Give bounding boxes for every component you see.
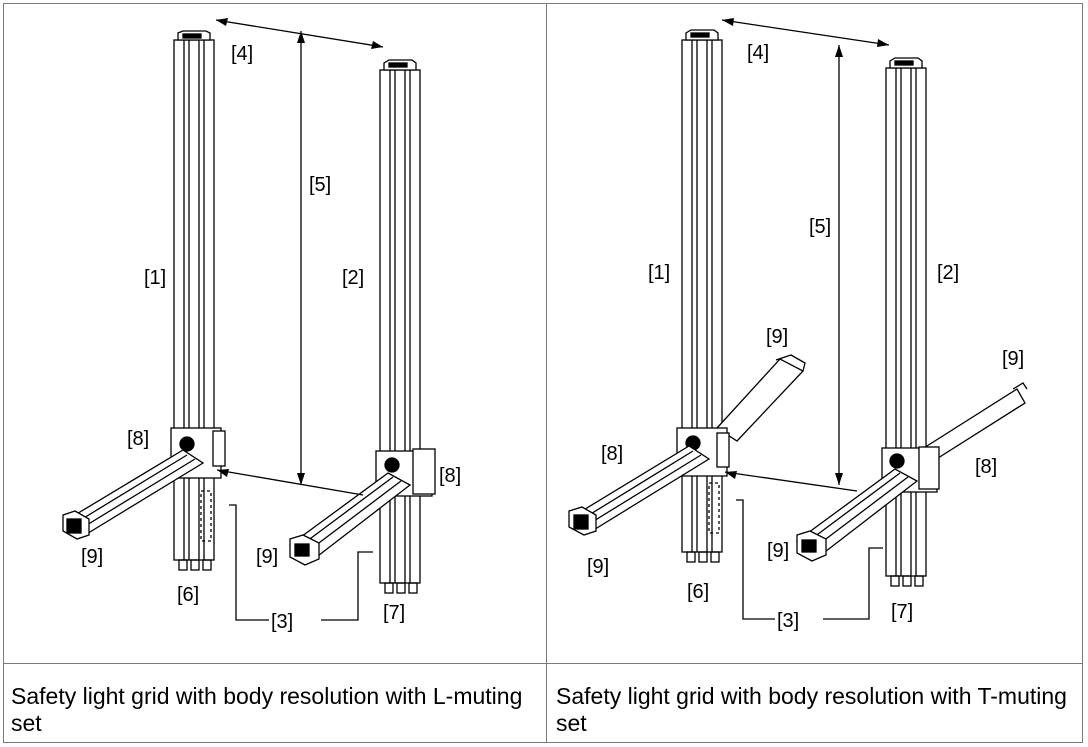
light-grid-column-2	[885, 57, 927, 587]
label-8b: [8]	[975, 456, 997, 478]
label-8a: [8]	[601, 443, 623, 465]
muting-arm-right	[288, 472, 412, 566]
label-1: [1]	[648, 262, 670, 284]
label-1: [1]	[144, 267, 166, 289]
label-5: [5]	[809, 216, 831, 238]
label-9b: [9]	[256, 546, 278, 568]
label-8b: [8]	[439, 465, 461, 487]
t-muting-diagram: [1] [2] [3] [4] [5] [6] [7] [8] [8] [9] …	[568, 18, 1028, 632]
label-9b: [9]	[1002, 348, 1024, 370]
label-7: [7]	[891, 601, 913, 623]
light-grid-column-1	[681, 29, 723, 563]
label-3: [3]	[777, 610, 799, 632]
label-4: [4]	[747, 42, 769, 64]
label-2: [2]	[937, 262, 959, 284]
caption-l-muting: Safety light grid with body resolution w…	[11, 683, 523, 736]
label-9a: [9]	[766, 326, 788, 348]
label-7: [7]	[383, 602, 405, 624]
l-muting-diagram: [1] [2] [3] [4] [5] [6] [7] [8] [8] [9] …	[62, 18, 461, 633]
light-grid-column-2	[379, 59, 421, 594]
label-8a: [8]	[127, 428, 149, 450]
label-9a: [9]	[81, 546, 103, 568]
label-6: [6]	[177, 584, 199, 606]
label-9d: [9]	[767, 540, 789, 562]
figure-table: [1] [2] [3] [4] [5] [6] [7] [8] [8] [9] …	[3, 3, 1083, 743]
muting-arm-left	[62, 449, 205, 540]
label-5: [5]	[309, 174, 331, 196]
muting-bracket-right	[375, 448, 436, 497]
muting-arm-back-left	[716, 354, 806, 442]
muting-arm-left	[568, 445, 711, 536]
table-grid	[3, 3, 1083, 743]
label-6: [6]	[687, 581, 709, 603]
light-grid-column-1	[173, 30, 215, 571]
label-2: [2]	[342, 267, 364, 289]
caption-t-muting: Safety light grid with body resolution w…	[556, 683, 1067, 736]
label-3: [3]	[271, 611, 293, 633]
label-4: [4]	[231, 43, 253, 65]
muting-arm-right	[795, 468, 919, 562]
label-9c: [9]	[587, 556, 609, 578]
